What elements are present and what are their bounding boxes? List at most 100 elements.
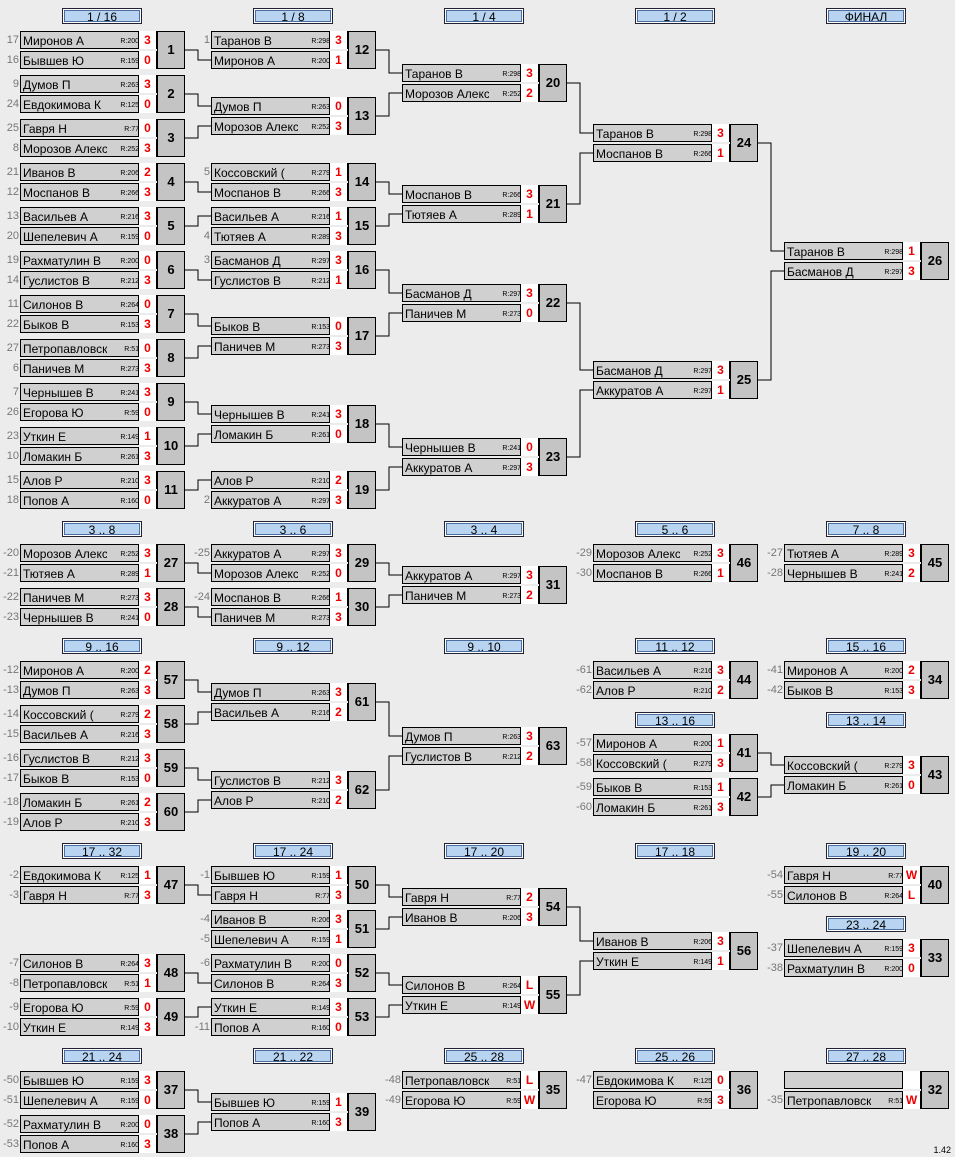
round-header-h12[interactable]: 9 .. 12 <box>253 638 333 654</box>
round-header-h15[interactable]: 15 .. 16 <box>826 638 906 654</box>
match-number[interactable]: 39 <box>348 1093 376 1131</box>
round-header-h5[interactable]: ФИНАЛ <box>826 8 906 24</box>
match-number[interactable]: 11 <box>157 471 185 509</box>
match-number[interactable]: 1 <box>157 31 185 69</box>
match-number[interactable]: 3 <box>157 119 185 157</box>
round-header-h18[interactable]: 17 .. 32 <box>62 843 142 859</box>
match-number[interactable]: 7 <box>157 295 185 333</box>
round-header-h11[interactable]: 9 .. 16 <box>62 638 142 654</box>
match-number[interactable]: 29 <box>348 544 376 582</box>
match-number[interactable]: 55 <box>539 976 567 1014</box>
match-number[interactable]: 57 <box>157 661 185 699</box>
match-number[interactable]: 48 <box>157 954 185 992</box>
match-number[interactable]: 12 <box>348 31 376 69</box>
round-header-h8[interactable]: 3 .. 4 <box>444 521 524 537</box>
match-number[interactable]: 45 <box>921 544 949 582</box>
match-number[interactable]: 8 <box>157 339 185 377</box>
round-header-h2[interactable]: 1 / 8 <box>253 8 333 24</box>
match-number[interactable]: 5 <box>157 207 185 245</box>
match-number[interactable]: 40 <box>921 866 949 904</box>
match-number[interactable]: 32 <box>921 1071 949 1109</box>
round-header-h27[interactable]: 25 .. 26 <box>635 1048 715 1064</box>
player-row[interactable]: ПетропавловскийR:51W <box>784 1091 921 1109</box>
round-header-h20[interactable]: 17 .. 20 <box>444 843 524 859</box>
round-header-h25[interactable]: 21 .. 22 <box>253 1048 333 1064</box>
match-number[interactable]: 18 <box>348 405 376 443</box>
match-number[interactable]: 16 <box>348 251 376 289</box>
match-number[interactable]: 27 <box>157 544 185 582</box>
round-header-h22[interactable]: 19 .. 20 <box>826 843 906 859</box>
match-number[interactable]: 34 <box>921 661 949 699</box>
round-header-h7[interactable]: 3 .. 6 <box>253 521 333 537</box>
match-number[interactable]: 61 <box>348 683 376 721</box>
round-header-h23[interactable]: 23 .. 24 <box>826 916 906 932</box>
round-header-h19[interactable]: 17 .. 24 <box>253 843 333 859</box>
match-number[interactable]: 44 <box>730 661 758 699</box>
round-header-h13[interactable]: 9 .. 10 <box>444 638 524 654</box>
match-number[interactable]: 20 <box>539 64 567 102</box>
match-number[interactable]: 25 <box>730 361 758 399</box>
match-number[interactable]: 60 <box>157 793 185 831</box>
round-header-h17[interactable]: 13 .. 14 <box>826 712 906 728</box>
match-number[interactable]: 17 <box>348 317 376 355</box>
